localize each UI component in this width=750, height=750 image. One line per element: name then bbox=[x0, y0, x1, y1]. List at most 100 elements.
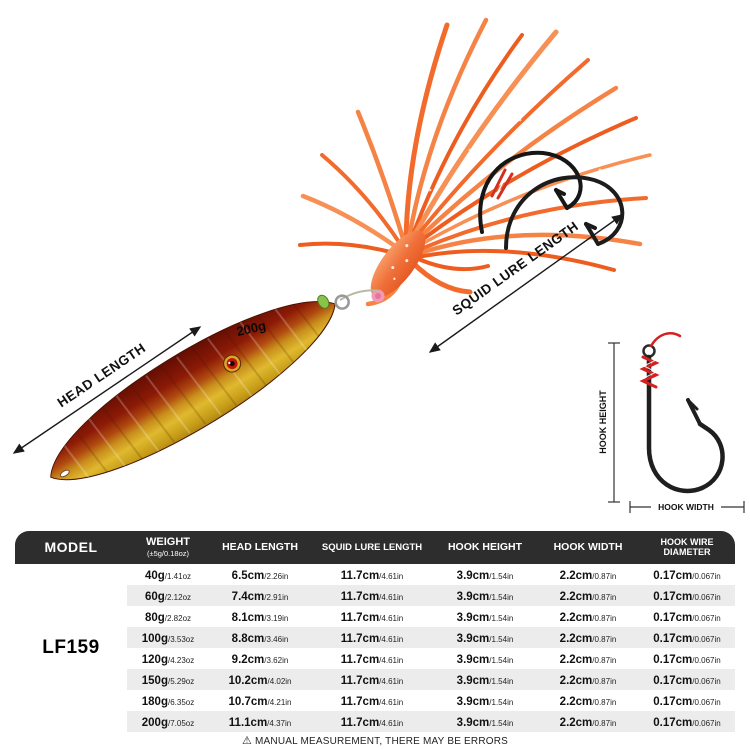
weight-header-label: WEIGHT bbox=[146, 536, 190, 549]
spec-cell: 0.17cm/0.067in bbox=[639, 669, 735, 690]
spec-cell: 2.2cm/0.87in bbox=[537, 585, 639, 606]
spec-cell: 11.7cm/4.61in bbox=[311, 564, 433, 585]
spec-value: 3.9cm bbox=[456, 695, 490, 708]
spec-unit: /3.53oz bbox=[167, 634, 195, 644]
spec-value: 2.2cm bbox=[559, 674, 593, 687]
spec-value: 7.4cm bbox=[231, 590, 265, 603]
spec-cell: 11.7cm/4.61in bbox=[311, 585, 433, 606]
spec-cell: 6.5cm/2.26in bbox=[209, 564, 311, 585]
jig-nose-ring bbox=[334, 294, 350, 310]
spec-unit: /1.54in bbox=[489, 676, 514, 686]
spec-cell: 0.17cm/0.067in bbox=[639, 711, 735, 732]
spec-value: 11.1cm bbox=[228, 716, 268, 729]
spec-unit: /4.61in bbox=[379, 634, 404, 644]
spec-unit: /4.02in bbox=[267, 676, 292, 686]
squid-head-pink-dot-inner bbox=[375, 293, 381, 299]
spec-value: 9.2cm bbox=[231, 653, 265, 666]
spec-unit: /0.87in bbox=[592, 571, 617, 581]
spec-value: 11.7cm bbox=[340, 611, 380, 624]
spec-cell: 9.2cm/3.62in bbox=[209, 648, 311, 669]
spec-value: 2.2cm bbox=[559, 716, 593, 729]
col-hook-width: HOOK WIDTH bbox=[553, 540, 623, 553]
spec-unit: /0.067in bbox=[692, 613, 721, 623]
spec-value: 0.17cm bbox=[653, 695, 693, 708]
spec-value: 0.17cm bbox=[653, 653, 693, 666]
spec-value: 2.2cm bbox=[559, 632, 593, 645]
spec-value: 11.7cm bbox=[340, 590, 380, 603]
spec-value: 8.8cm bbox=[231, 632, 265, 645]
spec-cell: 0.17cm/0.067in bbox=[639, 564, 735, 585]
model-value: LF159 bbox=[15, 564, 127, 732]
spec-value: 11.7cm bbox=[340, 695, 380, 708]
spec-unit: /4.61in bbox=[379, 592, 404, 602]
spec-value: 180g bbox=[141, 695, 168, 708]
hook-width-dimension bbox=[629, 501, 745, 513]
spec-value: 6.5cm bbox=[231, 569, 265, 582]
spec-cell: 3.9cm/1.54in bbox=[433, 585, 537, 606]
col-hook-height: HOOK HEIGHT bbox=[447, 540, 523, 553]
spec-cell: 0.17cm/0.067in bbox=[639, 648, 735, 669]
hook-diagram: HOOK HEIGHT HOOK WIDTH bbox=[598, 332, 745, 513]
spec-value: 11.7cm bbox=[340, 632, 380, 645]
spec-value: 120g bbox=[141, 653, 168, 666]
spec-unit: /1.54in bbox=[489, 634, 514, 644]
spec-cell: 120g/4.23oz bbox=[127, 648, 209, 669]
spec-cell: 0.17cm/0.067in bbox=[639, 606, 735, 627]
spec-unit: /4.61in bbox=[379, 718, 404, 728]
spec-unit: /1.54in bbox=[489, 571, 514, 581]
spec-value: 200g bbox=[141, 716, 168, 729]
spec-unit: /0.067in bbox=[692, 655, 721, 665]
spec-unit: /0.87in bbox=[592, 697, 617, 707]
spec-unit: /3.19in bbox=[264, 613, 289, 623]
col-model: MODEL bbox=[44, 539, 98, 556]
spec-cell: 3.9cm/1.54in bbox=[433, 711, 537, 732]
spec-cell: 80g/2.82oz bbox=[127, 606, 209, 627]
spec-cell: 8.1cm/3.19in bbox=[209, 606, 311, 627]
spec-cell: 11.7cm/4.61in bbox=[311, 690, 433, 711]
spec-value: 10.7cm bbox=[228, 695, 268, 708]
spec-unit: /0.067in bbox=[692, 697, 721, 707]
spec-cell: 3.9cm/1.54in bbox=[433, 627, 537, 648]
spec-unit: /3.62in bbox=[264, 655, 289, 665]
spec-cell: 10.2cm/4.02in bbox=[209, 669, 311, 690]
spec-cell: 3.9cm/1.54in bbox=[433, 564, 537, 585]
spec-value: 3.9cm bbox=[456, 674, 490, 687]
spec-cell: 11.7cm/4.61in bbox=[311, 669, 433, 690]
spec-value: 80g bbox=[144, 611, 165, 624]
spec-value: 0.17cm bbox=[653, 632, 693, 645]
spec-unit: /0.067in bbox=[692, 571, 721, 581]
spec-cell: 7.4cm/2.91in bbox=[209, 585, 311, 606]
spec-cell: 11.7cm/4.61in bbox=[311, 711, 433, 732]
spec-unit: /6.35oz bbox=[167, 697, 195, 707]
spec-unit: /0.87in bbox=[592, 592, 617, 602]
spec-unit: /4.23oz bbox=[167, 655, 195, 665]
spec-unit: /2.82oz bbox=[164, 613, 192, 623]
measurement-note-text: MANUAL MEASUREMENT, THERE MAY BE ERRORS bbox=[255, 736, 509, 747]
spec-table: MODEL WEIGHT (±5g/0.18oz) HEAD LENGTH SQ… bbox=[15, 531, 735, 732]
spec-cell: 2.2cm/0.87in bbox=[537, 669, 639, 690]
spec-unit: /4.21in bbox=[267, 697, 292, 707]
spec-value: 2.2cm bbox=[559, 611, 593, 624]
spec-cell: 8.8cm/3.46in bbox=[209, 627, 311, 648]
jig-nose-bead bbox=[317, 294, 330, 309]
weight-badge: 200g bbox=[235, 318, 267, 339]
spec-unit: /2.12oz bbox=[164, 592, 192, 602]
spec-unit: /4.61in bbox=[379, 697, 404, 707]
spec-cell: 0.17cm/0.067in bbox=[639, 585, 735, 606]
spec-unit: /3.46in bbox=[264, 634, 289, 644]
warning-icon: ⚠ bbox=[241, 735, 253, 747]
spec-unit: /0.87in bbox=[592, 613, 617, 623]
spec-cell: 3.9cm/1.54in bbox=[433, 606, 537, 627]
weight-tolerance-label: (±5g/0.18oz) bbox=[146, 548, 190, 558]
measurement-note: ⚠MANUAL MEASUREMENT, THERE MAY BE ERRORS bbox=[0, 734, 750, 750]
col-squid-lure-length: SQUID LURE LENGTH bbox=[321, 541, 423, 553]
spec-unit: /5.29oz bbox=[167, 676, 195, 686]
spec-value: 0.17cm bbox=[653, 674, 693, 687]
jig-tail-hole bbox=[59, 469, 70, 478]
spec-row: 180g/6.35oz 10.7cm/4.21in 11.7cm/4.61in 3.9… bbox=[15, 690, 735, 711]
